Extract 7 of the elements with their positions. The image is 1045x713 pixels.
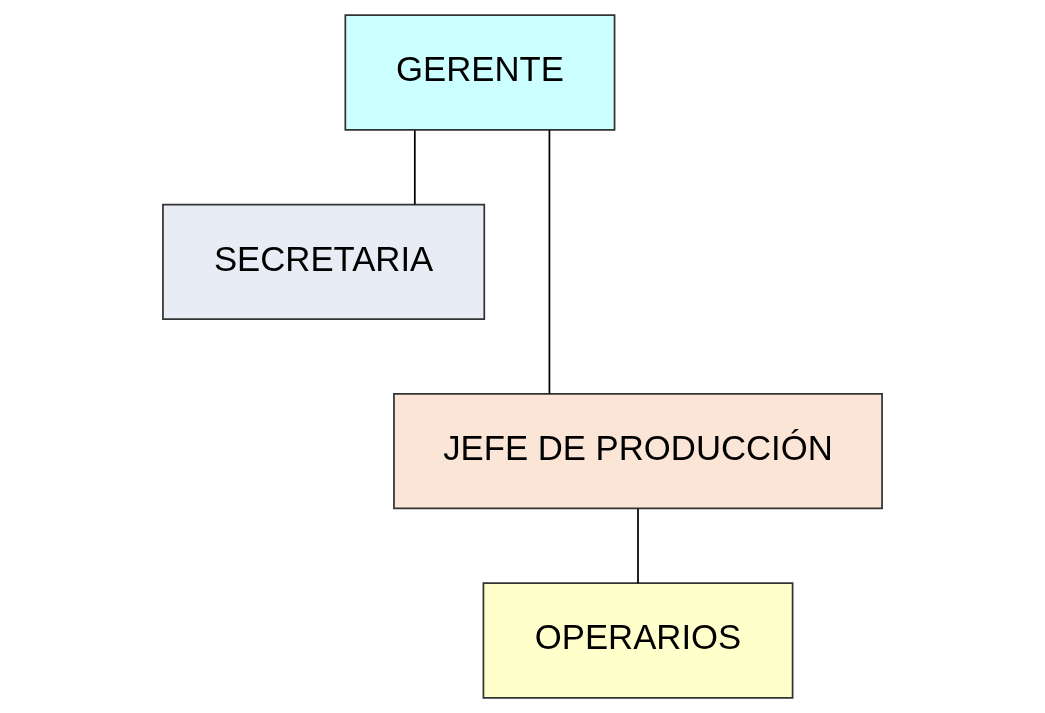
node-box: SECRETARIA — [162, 203, 486, 321]
connector — [413, 129, 416, 206]
connector — [548, 129, 551, 395]
connector — [637, 508, 639, 584]
node-box: OPERARIOS — [482, 582, 794, 699]
node-box: JEFE DE PRODUCCIÓN — [393, 392, 883, 510]
node-box: GERENTE — [344, 14, 616, 131]
